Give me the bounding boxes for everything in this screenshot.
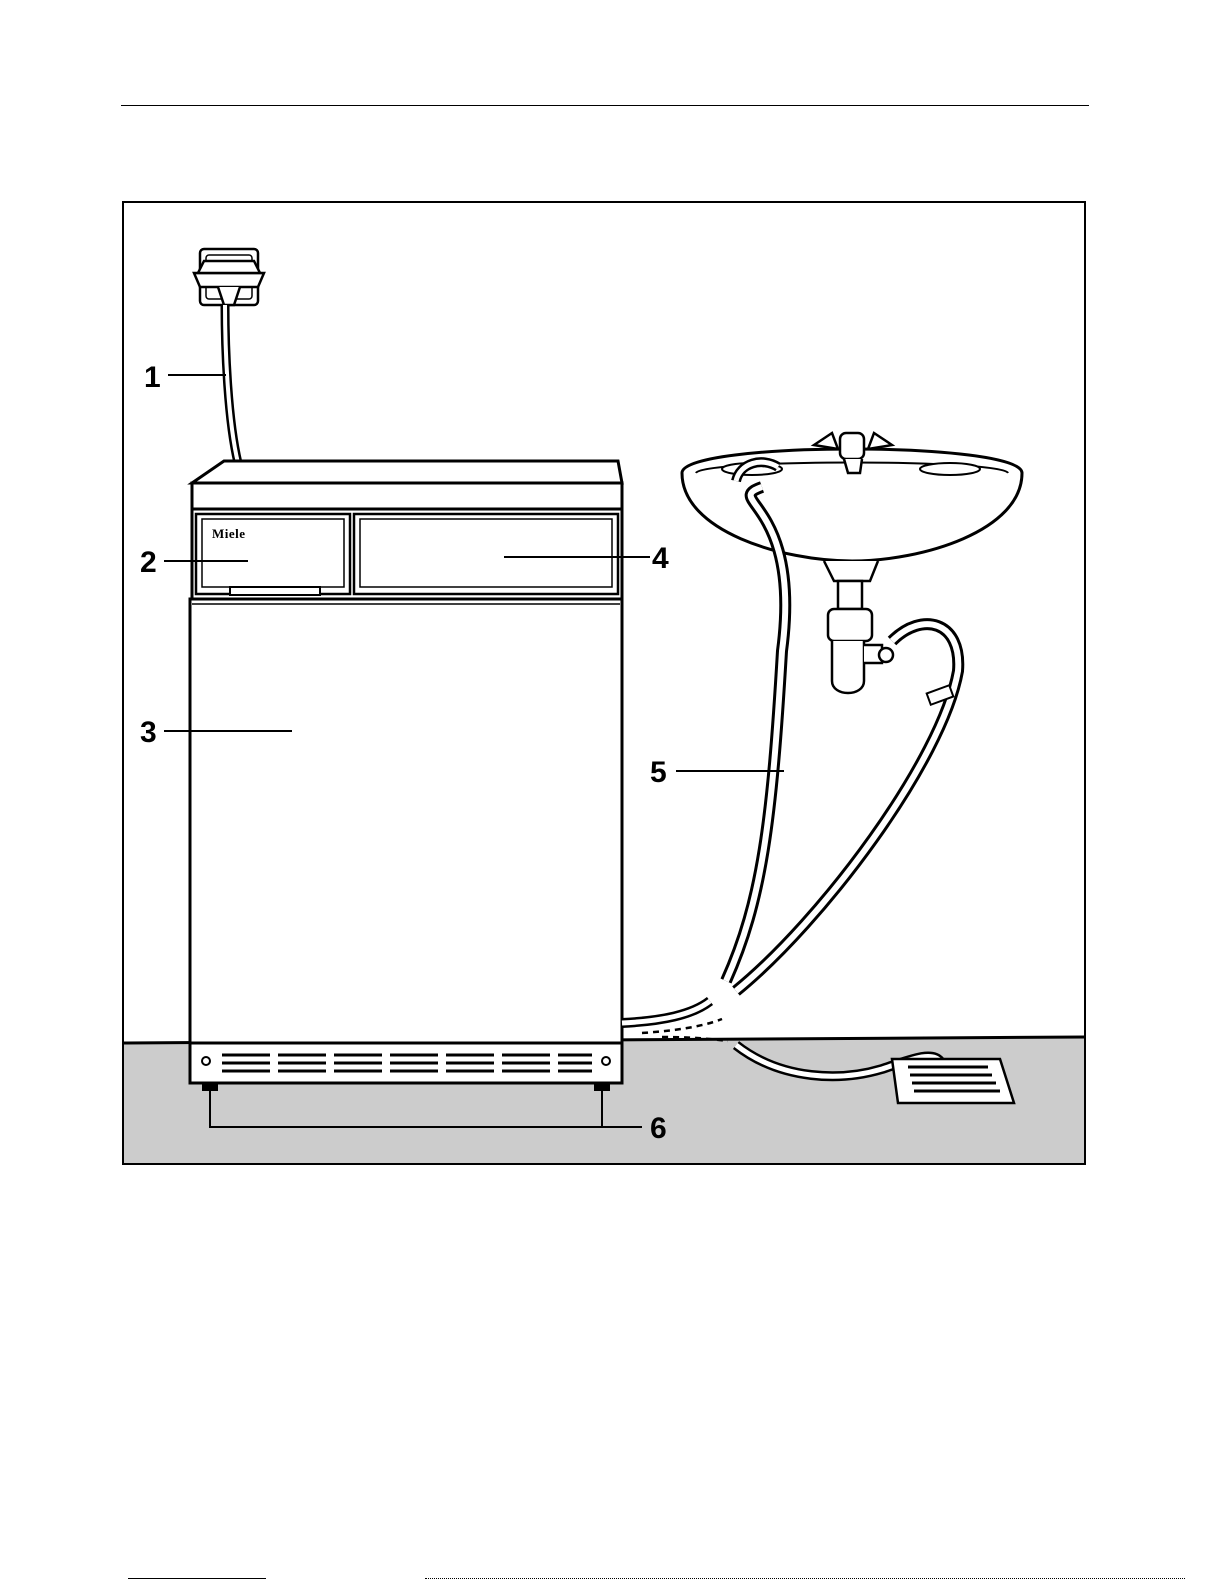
brand-logo: Miele <box>212 526 246 541</box>
callout-6: 6 <box>650 1112 667 1145</box>
appliance: Miele <box>190 461 622 1091</box>
callout-1: 1 <box>144 361 161 394</box>
header-rule <box>121 105 1089 106</box>
callout-3: 3 <box>140 716 157 749</box>
appliance-door <box>190 599 622 1043</box>
footer-rule-left <box>128 1578 266 1579</box>
callout-2: 2 <box>140 546 157 579</box>
callout-5: 5 <box>650 756 667 789</box>
appliance-installation-diagram: Miele <box>122 201 1086 1165</box>
wall-socket <box>194 249 264 305</box>
footer-rule-right <box>425 1578 1185 1579</box>
callout-4: 4 <box>652 542 669 575</box>
wash-basin <box>682 433 1022 693</box>
floor-drain <box>892 1059 1014 1103</box>
siphon-trap <box>824 561 893 693</box>
